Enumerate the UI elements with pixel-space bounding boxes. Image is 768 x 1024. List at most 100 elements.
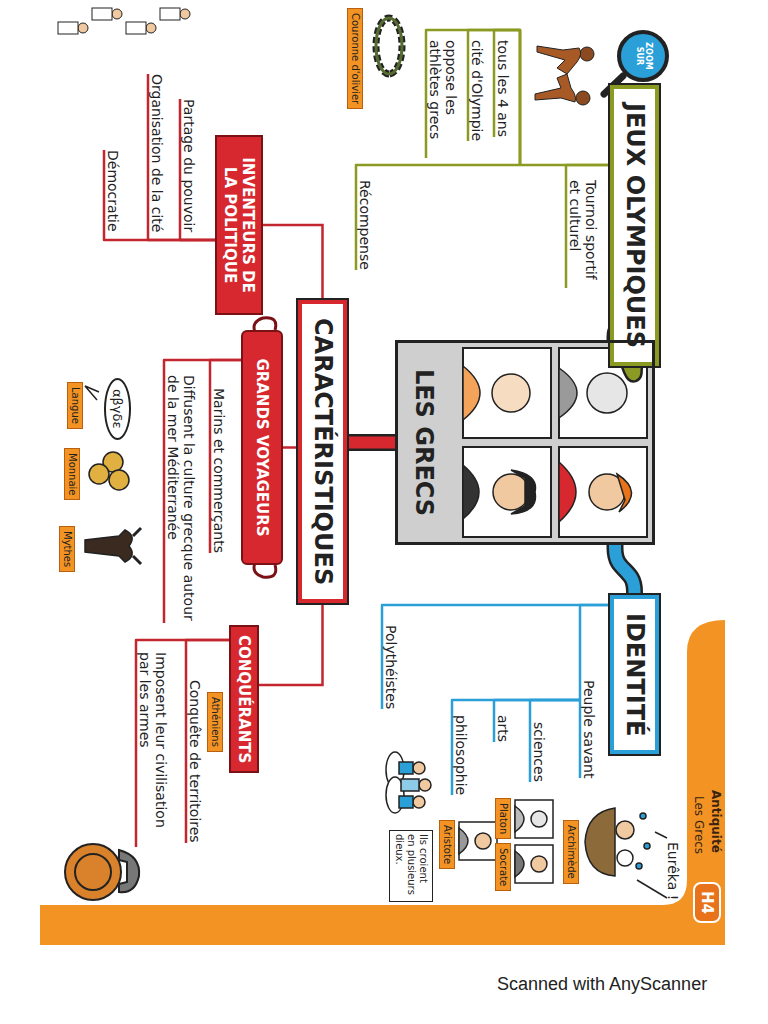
branch-label: Imposent leur civilisation par les armes [137, 652, 169, 847]
bubble-tail-part [85, 386, 99, 400]
coins-icon-part [89, 464, 109, 484]
archimedes-bath-part [636, 863, 642, 869]
branch-label: Partage du pouvoir [181, 99, 197, 232]
philosopher-portraits-part [459, 822, 497, 860]
node-text: JEUX OLYMPIQUES [620, 103, 649, 348]
branch-line [426, 30, 520, 165]
connector-line [615, 545, 635, 595]
subtopic-box: INVENTEURS DE LA POLITIQUE [215, 135, 263, 315]
portrait-panel-part-part [559, 447, 647, 537]
citizens-crowd-part [112, 9, 122, 19]
node-text: INVENTEURS DE LA POLITIQUE [221, 145, 257, 305]
branch-label: Organisation de la cité [149, 74, 165, 232]
node-text: Athéniens [209, 697, 221, 747]
olive-wreath [376, 18, 402, 74]
branch-label: Conquête de territoires [187, 680, 203, 843]
branch-line [580, 605, 610, 778]
branch-label: Marins et commerçants [211, 388, 227, 553]
shield-helmet-part [119, 850, 139, 892]
branch-label: Tournoi sportif et culturel [567, 180, 599, 288]
name-tag: Socrate [495, 843, 511, 891]
branch-line [452, 700, 580, 795]
citizens-crowd-part [78, 23, 88, 33]
name-tag: Monnaie [64, 448, 80, 500]
wrestlers-figure-part [535, 74, 576, 102]
branch-label: tous les 4 ans [495, 40, 511, 137]
node-text: Couronne d'olivier [349, 13, 361, 104]
connector [283, 447, 298, 448]
citizens-crowd-part [180, 9, 190, 19]
citizens-crowd-part [58, 22, 78, 34]
connector [347, 442, 395, 443]
node-text: IDENTITÉ [620, 613, 649, 736]
philosopher-portraits-part [531, 811, 547, 827]
wrestlers-figure-part [576, 91, 590, 105]
connector-outline [615, 545, 635, 595]
philosopher-portraits-part [515, 851, 524, 877]
node-text: GRANDS VOYAGEURS [253, 358, 271, 536]
name-tag: Langue [67, 382, 83, 429]
topic-box: IDENTITÉ [610, 595, 659, 754]
branch-label: cité d'Olympie [469, 40, 485, 141]
gods-on-clouds-part [399, 762, 413, 774]
branch-label: Diffusent la culture grecque autour de l… [165, 375, 197, 623]
connector [263, 225, 323, 300]
portrait-panel-part-part [587, 373, 627, 413]
connectors [259, 225, 635, 685]
gods-on-clouds-part [413, 796, 425, 808]
connector-line [263, 225, 323, 300]
branch-line [530, 700, 580, 782]
name-tag: Platon [495, 798, 511, 839]
subtopic-box: CONQUÉRANTS [229, 625, 259, 773]
node-text: Ils croient en plusieurs dieux. [393, 834, 429, 898]
branch-label: Démocratie [105, 150, 121, 232]
coins-icon-part [109, 470, 129, 490]
zoom-badge: ZOOM SUR [617, 30, 669, 82]
wrestlers-figure [535, 46, 594, 105]
node-text: Langue [69, 387, 81, 424]
branch-lines [104, 30, 610, 847]
portrait-panel-part-part [493, 474, 529, 510]
name-tag: Athéniens [207, 692, 223, 752]
node-text: Aristote [441, 825, 453, 864]
node-text: H4 [698, 891, 716, 914]
portrait-panel-part-part [463, 348, 551, 438]
citizens-crowd-part [92, 8, 112, 20]
node-text: CONQUÉRANTS [235, 635, 253, 763]
philosopher-portraits-part [515, 806, 524, 832]
node-text: αβγδε [110, 389, 125, 429]
archimedes-bath-part [616, 821, 634, 839]
connector-line [283, 446, 298, 449]
olive-wreath-part [376, 18, 402, 74]
header-text: Antiquité [708, 790, 722, 853]
central-box: LES GRECS [395, 340, 655, 545]
node-text: LES GRECS [410, 369, 438, 516]
portrait-panel-part-part [492, 374, 530, 412]
citizens-crowd [58, 8, 190, 34]
branch-label: arts [495, 715, 511, 742]
ship-banner: GRANDS VOYAGEURS [241, 330, 283, 565]
archimedes-bath-part [655, 832, 667, 838]
connector [259, 603, 323, 685]
branch-line [180, 99, 215, 240]
node-text: Socrate [497, 848, 509, 886]
connector-line [347, 437, 395, 449]
connector-line [259, 603, 323, 685]
branch-label: philosophie [453, 715, 469, 795]
citizens-crowd-part [126, 22, 146, 34]
philosopher-portraits-part [531, 856, 547, 872]
portrait-panel [395, 340, 655, 545]
branch-line [136, 640, 229, 847]
philosopher-portraits-part [459, 828, 468, 854]
name-tag: Archimède [563, 820, 579, 884]
philosopher-portraits-part [475, 833, 491, 849]
archimedes-bath-part [644, 843, 650, 849]
gods-on-clouds-part [413, 762, 425, 774]
branch-label: Peuple savant [581, 680, 597, 778]
gods-on-clouds-part [419, 779, 431, 791]
gods-on-clouds-part [401, 779, 419, 791]
branch-label: sciences [531, 722, 547, 782]
wrestlers-figure-part [537, 46, 581, 74]
node-text: ZOOM SUR [634, 34, 652, 78]
name-tag: Mythes [59, 526, 75, 572]
